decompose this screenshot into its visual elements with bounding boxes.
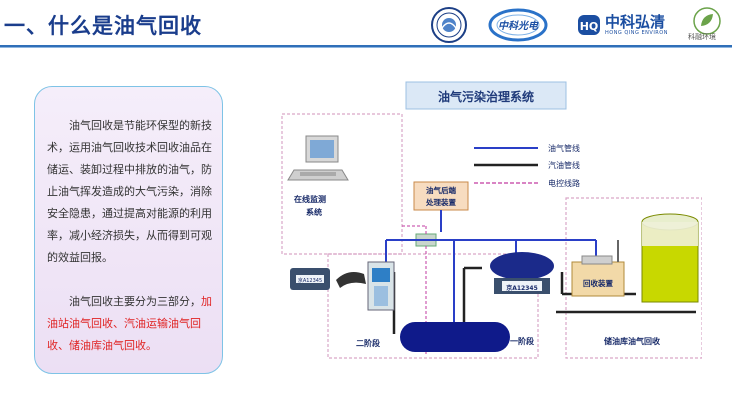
legend-fuel-label: 汽油管线 <box>548 160 580 170</box>
description-paragraph-2: 油气回收主要分为三部分，加油站油气回收、汽油运输油气回收、储油库油气回收。 <box>47 291 213 357</box>
monitor-computer-icon <box>287 135 349 181</box>
storage-tank-icon <box>641 213 699 303</box>
zkgd-logo-text: 中科光电 <box>498 20 539 32</box>
title-underline-light <box>0 47 732 48</box>
description-paragraph-1: 油气回收是节能环保型的新技术，运用油气回收技术回收油品在储运、装卸过程中排放的油… <box>47 119 212 264</box>
hq-logo-text: 中科弘清 <box>605 13 666 31</box>
vapor-system-diagram: 油气污染治理系统 油气管线 汽油管线 电控线路 在线监测 系统 油气后端 处理装… <box>276 72 702 372</box>
fuel-dispenser-icon <box>367 261 395 311</box>
truck-plate: 京A12345 <box>506 284 538 292</box>
description-intro: 油气回收主要分为三部分， <box>69 295 201 308</box>
hq-logo: HQ 中科弘清 HONG QING ENVIRON <box>576 6 680 44</box>
university-seal-logo <box>430 6 468 44</box>
page-title: 一、什么是油气回收 <box>4 14 202 38</box>
underground-tank-icon <box>400 322 510 352</box>
kr-logo-text: 科融环境 <box>688 33 716 41</box>
legend-vapor-label: 油气管线 <box>548 143 580 153</box>
title-underline <box>0 45 732 47</box>
diagram-title: 油气污染治理系统 <box>438 89 534 104</box>
svg-text:HQ: HQ <box>580 20 599 33</box>
depot-label: 储油库油气回收 <box>603 336 660 346</box>
diagram-title-box <box>405 81 567 110</box>
monitor-frame <box>281 113 403 255</box>
description-highlight: 加油站油气回收、汽油运输油气回收、储油库油气回收。 <box>47 295 212 352</box>
depot-frame <box>565 197 702 359</box>
post-device-label-1: 油气后端 <box>426 185 456 195</box>
tanker-truck-icon <box>490 252 554 294</box>
post-device-label-2: 处理装置 <box>425 197 456 207</box>
station-frame <box>327 253 539 359</box>
stage2-label: 二阶段 <box>356 338 380 348</box>
zkgd-logo: 中科光电 <box>488 6 564 44</box>
monitor-label-1: 在线监测 <box>294 194 326 204</box>
monitor-label-2: 系统 <box>306 207 322 217</box>
recovery-label: 回收装置 <box>583 278 613 288</box>
legend-control-label: 电控线路 <box>548 178 580 188</box>
logo-bar: 中科光电 HQ 中科弘清 HONG QING ENVIRON 科融环境 <box>428 6 728 44</box>
car-icon <box>290 268 330 290</box>
description-panel: 油气回收是节能环保型的新技术，运用油气回收技术回收油品在储运、装卸过程中排放的油… <box>34 86 223 374</box>
car-plate: 京A12345 <box>298 277 322 284</box>
fuel-nozzle-icon <box>336 272 366 288</box>
stage1-label: 一阶段 <box>510 336 534 346</box>
hq-logo-subtext: HONG QING ENVIRON <box>605 30 668 36</box>
vapor-pipes <box>385 210 597 322</box>
recovery-device-icon <box>571 240 625 297</box>
kr-logo: 科融环境 <box>686 6 728 44</box>
